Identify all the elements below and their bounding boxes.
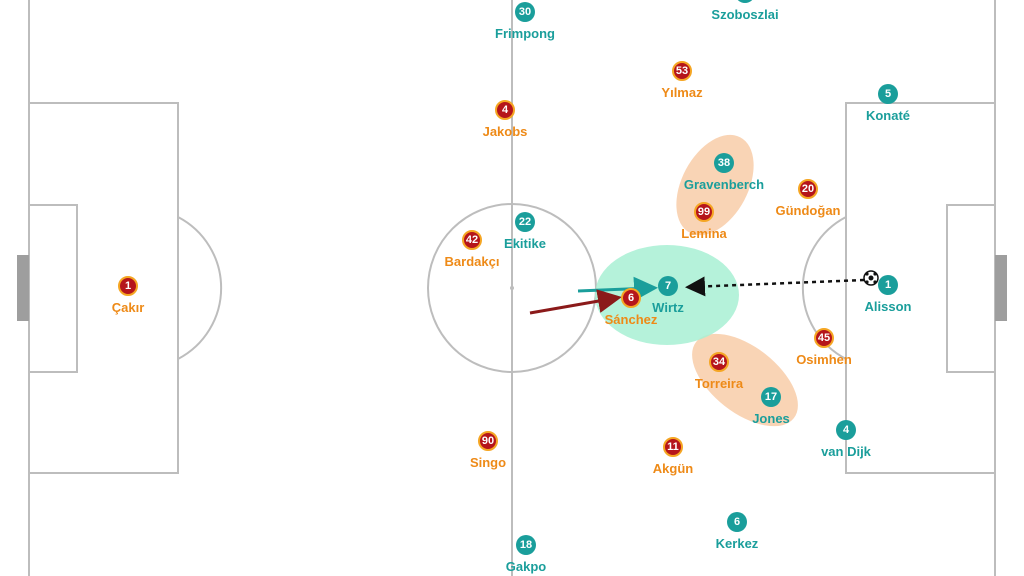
player-number-badge: 4 bbox=[495, 100, 515, 120]
player-number-badge bbox=[735, 0, 755, 3]
player-number-badge: 6 bbox=[727, 512, 747, 532]
player-name: Torreira bbox=[694, 376, 744, 391]
right-goal bbox=[995, 255, 1007, 321]
player-name: Singo bbox=[469, 455, 507, 470]
player-number-badge: 53 bbox=[672, 61, 692, 81]
player-name: Osimhen bbox=[796, 352, 852, 367]
player-name: Lemina bbox=[681, 226, 727, 241]
pass-arrow bbox=[685, 276, 865, 297]
left-penalty-box bbox=[28, 102, 179, 474]
player-number-badge: 99 bbox=[694, 202, 714, 222]
player-name: Jones bbox=[752, 411, 790, 426]
right-goal-area bbox=[946, 204, 996, 373]
player-name: Kerkez bbox=[715, 536, 759, 551]
player-name: Szoboszlai bbox=[711, 7, 779, 22]
right-penalty-box bbox=[845, 102, 996, 474]
player-number-badge: 30 bbox=[515, 2, 535, 22]
player-number-badge: 5 bbox=[878, 84, 898, 104]
player-number-badge: 34 bbox=[709, 352, 729, 372]
player-number-badge: 11 bbox=[663, 437, 683, 457]
player-name: Jakobs bbox=[482, 124, 528, 139]
player-name: Wirtz bbox=[652, 300, 684, 315]
player-name: Yılmaz bbox=[661, 85, 703, 100]
player-number-badge: 45 bbox=[814, 328, 834, 348]
player-name: Sánchez bbox=[604, 312, 658, 327]
player-name: Alisson bbox=[864, 299, 912, 314]
player-number-badge: 20 bbox=[798, 179, 818, 199]
player-number-badge: 90 bbox=[478, 431, 498, 451]
left-penalty-arc bbox=[177, 216, 223, 360]
player-name: Çakır bbox=[111, 300, 145, 315]
player-number-badge: 42 bbox=[462, 230, 482, 250]
player-name: Konaté bbox=[865, 108, 911, 123]
press-arrow-sanchez bbox=[529, 289, 622, 315]
player-number-badge: 22 bbox=[515, 212, 535, 232]
player-number-badge: 7 bbox=[658, 276, 678, 296]
player-name: Bardakçı bbox=[444, 254, 500, 269]
left-goal-area bbox=[28, 204, 78, 373]
ball-icon bbox=[863, 270, 879, 286]
player-name: van Dijk bbox=[821, 444, 871, 459]
player-name: Ekitike bbox=[504, 236, 546, 251]
player-number-badge: 1 bbox=[118, 276, 138, 296]
player-name: Frimpong bbox=[495, 26, 555, 41]
player-number-badge: 1 bbox=[878, 275, 898, 295]
player-name: Gündoğan bbox=[775, 203, 841, 218]
player-name: Akgün bbox=[652, 461, 694, 476]
player-name: Gakpo bbox=[505, 559, 547, 574]
player-number-badge: 17 bbox=[761, 387, 781, 407]
left-goal bbox=[17, 255, 29, 321]
player-name: Gravenberch bbox=[683, 177, 765, 192]
player-number-badge: 6 bbox=[621, 288, 641, 308]
player-number-badge: 18 bbox=[516, 535, 536, 555]
center-spot bbox=[510, 286, 514, 290]
player-number-badge: 4 bbox=[836, 420, 856, 440]
player-number-badge: 38 bbox=[714, 153, 734, 173]
